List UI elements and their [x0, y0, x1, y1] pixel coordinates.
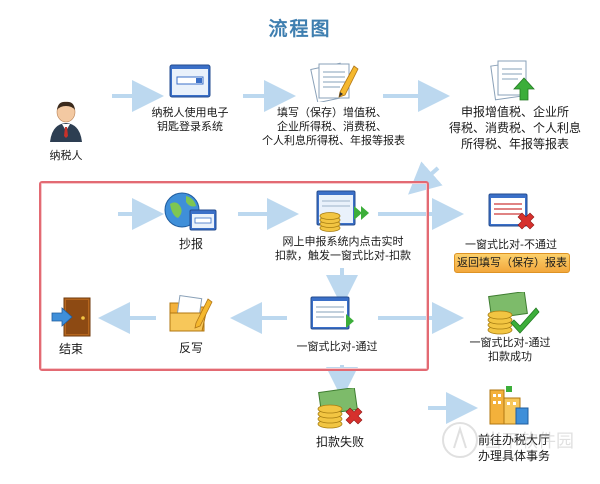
svg-text:当下软件园: 当下软件园 — [484, 431, 574, 452]
coins-fail-icon — [317, 388, 363, 429]
globe-window-icon — [164, 192, 217, 231]
reverse-label: 反写 — [178, 341, 203, 355]
copy-label: 抄报 — [178, 237, 203, 251]
coins-check-icon — [487, 292, 540, 335]
online-deduction-label: 网上申报系统内点击实时 扣款，触发一窗式比对-扣款 — [275, 235, 411, 262]
declare-label: 申报增值税、企业所 得税、消费税、个人利息 所得税、年报等报表 — [448, 105, 581, 151]
compare-fail-icon — [488, 193, 535, 230]
tax-hall-label: 前往办税大厅 办理具体事务 — [477, 433, 550, 463]
fill-label: 填写（保存）增值税、 企业所得税、消费税、 个人利息所得税、年报等报表 — [262, 106, 405, 147]
declare-upload-icon — [490, 60, 535, 101]
pass-success-label: 一窗式比对-通过 扣款成功 — [469, 336, 551, 363]
taxpayer-person-icon — [50, 101, 82, 142]
compare-pass-icon — [310, 296, 354, 330]
taxpayer-label: 纳税人 — [49, 149, 83, 162]
login-window-icon — [169, 64, 211, 98]
login-label: 纳税人使用电子 钥匙登录系统 — [151, 106, 229, 133]
compare-pass-label: 一窗式比对-通过 — [296, 340, 378, 353]
fill-document-icon — [310, 62, 359, 102]
deduct-fail-label: 扣款失败 — [315, 435, 364, 449]
reverse-folder-icon — [169, 295, 213, 332]
compare-fail-label: 一窗式比对-不通过 — [465, 238, 557, 251]
end-label: 结束 — [58, 342, 83, 356]
page-title: 流程图 — [268, 18, 332, 40]
online-deduction-icon — [316, 190, 369, 232]
watermark-logo: 当下软件园 — [442, 422, 574, 458]
return-fill-badge: 返回填写（保存）报表 — [454, 253, 570, 273]
exit-door-icon — [51, 297, 91, 337]
tax-hall-building-icon — [489, 386, 529, 425]
realtime-deduction-group — [39, 181, 429, 371]
